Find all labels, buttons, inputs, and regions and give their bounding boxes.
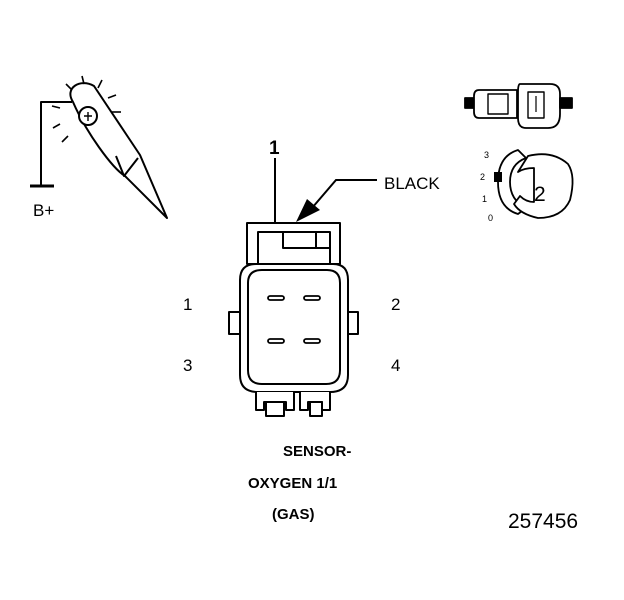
terminal-label-3: 3: [183, 356, 192, 375]
terminal-label-2: 2: [391, 295, 400, 314]
probe-scale-3: 3: [484, 150, 489, 160]
wire-color-label: BLACK: [384, 174, 440, 193]
sensor-title-line3: (GAS): [272, 506, 315, 523]
terminal-cavity-2: [303, 295, 321, 301]
probe-position: 2: [534, 183, 546, 206]
figure-id: 257456: [508, 510, 578, 533]
terminal-probe-icon: [494, 149, 574, 219]
probe-scale-1: 1: [482, 194, 487, 204]
battery-label: B+: [33, 201, 54, 220]
probe-scale-2: 2: [480, 172, 485, 182]
sensor-title-line2: OXYGEN 1/1: [248, 475, 337, 492]
wire-color-callout: [296, 179, 377, 222]
pointer-number: 1: [269, 138, 280, 159]
terminal-cavity-4: [303, 338, 321, 344]
terminal-label-1: 1: [183, 295, 192, 314]
terminal-cavity-3: [267, 338, 285, 344]
probe-scale-0: 0: [488, 213, 493, 223]
sensor-title-line1: SENSOR-: [283, 443, 351, 460]
terminal-label-4: 4: [391, 356, 400, 375]
test-light-icon: [30, 75, 168, 219]
connector-probe-icon: [464, 83, 573, 129]
connector-face: [228, 222, 359, 417]
terminal-cavity-1: [267, 295, 285, 301]
terminal-cavities: [267, 295, 321, 344]
